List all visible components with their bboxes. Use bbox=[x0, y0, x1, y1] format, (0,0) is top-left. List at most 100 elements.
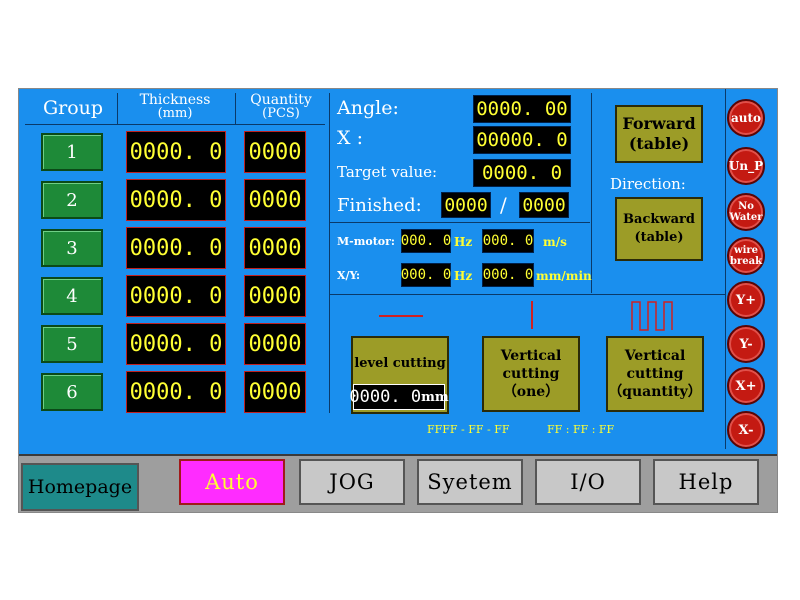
un-p-button[interactable]: Un_P bbox=[727, 147, 765, 185]
thickness-header-line1: Thickness bbox=[139, 92, 211, 108]
target-value[interactable]: 0000. 0 bbox=[473, 159, 571, 187]
vertical-one-line2: cutting bbox=[502, 366, 560, 382]
no-water-line2: Water bbox=[729, 212, 763, 223]
tab-homepage[interactable]: Homepage bbox=[21, 463, 139, 511]
finished-label: Finished: bbox=[337, 195, 422, 216]
quantity-value-1[interactable]: 0000 bbox=[244, 131, 306, 173]
tab-jog[interactable]: JOG bbox=[299, 459, 405, 505]
xy-speed-value: 000. 0 bbox=[482, 263, 534, 287]
tab-io[interactable]: I/O bbox=[535, 459, 641, 505]
group-button-5[interactable]: 5 bbox=[41, 325, 103, 363]
forward-table-button[interactable]: Forward (table) bbox=[615, 105, 703, 163]
vertical-one-line3: （one） bbox=[502, 384, 560, 400]
wire-break-line1: wire bbox=[733, 245, 759, 256]
forward-line1: Forward bbox=[622, 114, 696, 133]
xy-label: X/Y: bbox=[337, 269, 361, 282]
direction-label: Direction: bbox=[610, 175, 686, 193]
x-minus-button[interactable]: X- bbox=[727, 411, 765, 449]
quantity-header-line1: Quantity bbox=[250, 92, 312, 108]
level-cutting-unit: mm bbox=[421, 389, 449, 405]
status-divider bbox=[330, 222, 590, 223]
thickness-header: Thickness (mm) bbox=[119, 93, 231, 121]
thickness-value-6[interactable]: 0000. 0 bbox=[126, 371, 226, 413]
thickness-value-1[interactable]: 0000. 0 bbox=[126, 131, 226, 173]
y-plus-button[interactable]: Y+ bbox=[727, 281, 765, 319]
mmotor-speed-unit: m/s bbox=[543, 235, 567, 249]
left-panel-divider bbox=[329, 93, 330, 413]
wire-break-button[interactable]: wire break bbox=[727, 237, 765, 275]
header-divider bbox=[25, 124, 325, 125]
level-cutting-label: level cutting bbox=[354, 356, 446, 371]
vertical-qty-line2: cutting bbox=[626, 366, 684, 382]
quantity-value-4[interactable]: 0000 bbox=[244, 275, 306, 317]
status-right-divider bbox=[591, 93, 592, 293]
xy-hz-value: 000. 0 bbox=[401, 263, 451, 287]
col-divider-2 bbox=[235, 93, 236, 124]
backward-line1: Backward bbox=[623, 212, 695, 227]
thickness-value-3[interactable]: 0000. 0 bbox=[126, 227, 226, 269]
group-header: Group bbox=[42, 97, 104, 119]
no-water-button[interactable]: No Water bbox=[727, 193, 765, 231]
target-label: Target value: bbox=[337, 163, 438, 181]
quantity-header: Quantity (PCS) bbox=[237, 93, 325, 121]
x-label: X : bbox=[337, 127, 363, 149]
tab-auto[interactable]: Auto bbox=[179, 459, 285, 505]
group-button-6[interactable]: 6 bbox=[41, 373, 103, 411]
group-button-4[interactable]: 4 bbox=[41, 277, 103, 315]
wire-break-line2: break bbox=[729, 256, 763, 267]
xy-speed-unit: mm/min bbox=[536, 269, 592, 283]
backward-line2: (table) bbox=[634, 230, 684, 245]
quantity-value-6[interactable]: 0000 bbox=[244, 371, 306, 413]
quantity-value-3[interactable]: 0000 bbox=[244, 227, 306, 269]
vertical-qty-line1: Vertical bbox=[624, 348, 686, 364]
vertical-quantity-cut-icon bbox=[631, 301, 673, 331]
x-plus-button[interactable]: X+ bbox=[727, 367, 765, 405]
x-plus-label: X+ bbox=[735, 378, 757, 394]
y-minus-button[interactable]: Y- bbox=[727, 325, 765, 363]
vertical-one-line1: Vertical bbox=[500, 348, 562, 364]
group-button-3[interactable]: 3 bbox=[41, 229, 103, 267]
thickness-value-2[interactable]: 0000. 0 bbox=[126, 179, 226, 221]
un-p-label: Un_P bbox=[728, 158, 764, 173]
vertical-qty-line3: （quantity） bbox=[608, 384, 702, 400]
code-readout-right: FF : FF : FF bbox=[547, 423, 615, 436]
mmotor-label: M-motor: bbox=[337, 235, 395, 248]
mmotor-hz-value: 000. 0 bbox=[401, 229, 451, 253]
finished-separator: / bbox=[500, 193, 507, 217]
quantity-header-line2: (PCS) bbox=[262, 106, 300, 121]
x-value: 00000. 0 bbox=[473, 126, 571, 154]
level-cutting-number: 0000. 0 bbox=[349, 387, 422, 407]
tab-help[interactable]: Help bbox=[653, 459, 759, 505]
angle-label: Angle: bbox=[337, 97, 399, 119]
thickness-value-4[interactable]: 0000. 0 bbox=[126, 275, 226, 317]
auto-indicator-button[interactable]: auto bbox=[727, 99, 765, 137]
x-minus-label: X- bbox=[738, 422, 754, 438]
quantity-value-2[interactable]: 0000 bbox=[244, 179, 306, 221]
thickness-header-line2: (mm) bbox=[157, 106, 193, 121]
vertical-cut-icon bbox=[531, 301, 533, 329]
backward-table-button[interactable]: Backward (table) bbox=[615, 197, 703, 261]
finished-value: 0000 bbox=[441, 192, 491, 218]
y-plus-label: Y+ bbox=[735, 292, 757, 308]
col-divider-1 bbox=[117, 93, 118, 124]
xy-hz-unit: Hz bbox=[454, 269, 473, 283]
thickness-value-5[interactable]: 0000. 0 bbox=[126, 323, 226, 365]
finished-total: 0000 bbox=[519, 192, 569, 218]
group-button-2[interactable]: 2 bbox=[41, 181, 103, 219]
group-button-1[interactable]: 1 bbox=[41, 133, 103, 171]
vertical-cutting-quantity-button[interactable]: Vertical cutting （quantity） bbox=[606, 336, 704, 412]
forward-line2: (table) bbox=[628, 134, 690, 153]
level-cut-icon bbox=[379, 315, 423, 317]
quantity-value-5[interactable]: 0000 bbox=[244, 323, 306, 365]
angle-value: 0000. 00 bbox=[473, 95, 571, 123]
auto-indicator-label: auto bbox=[730, 110, 762, 125]
no-water-line1: No bbox=[738, 201, 754, 212]
right-divider bbox=[725, 89, 726, 449]
mmotor-hz-unit: Hz bbox=[454, 235, 473, 249]
hmi-screen: Group Thickness (mm) Quantity (PCS) 1 00… bbox=[18, 88, 778, 513]
vertical-cutting-one-button[interactable]: Vertical cutting （one） bbox=[482, 336, 580, 412]
mmotor-speed-value: 000. 0 bbox=[482, 229, 534, 253]
y-minus-label: Y- bbox=[739, 336, 753, 352]
tab-system[interactable]: Syetem bbox=[417, 459, 523, 505]
